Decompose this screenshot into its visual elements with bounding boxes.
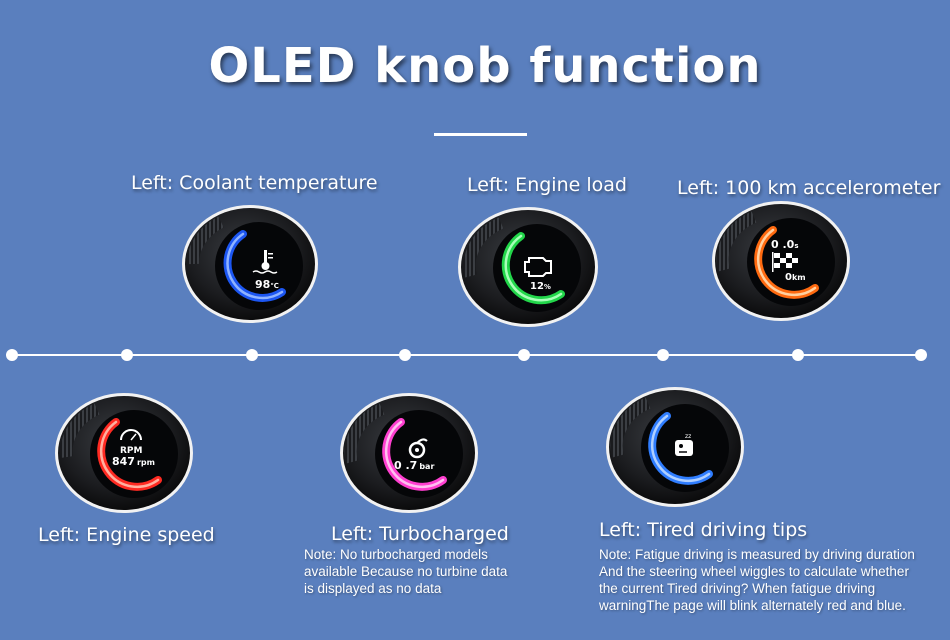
timeline-dot: [121, 349, 133, 361]
svg-text:0km: 0km: [785, 272, 806, 283]
engine-load-label: Left: Engine load: [467, 174, 627, 196]
coolant-temperature-icon: [252, 250, 278, 274]
checkered-flag-icon: [772, 252, 798, 272]
turbo-icon: [408, 438, 428, 459]
timeline-dot: [399, 349, 411, 361]
turbocharged-label: Left: Turbocharged: [331, 523, 509, 545]
coolant-temperature-knob: 98℃: [181, 204, 319, 324]
timeline-dot: [792, 349, 804, 361]
tired-driving-label: Left: Tired driving tips: [599, 519, 808, 541]
accelerometer-knob: 0 .0s 0km: [711, 200, 851, 322]
page-title: OLED knob function: [208, 38, 762, 94]
tachometer-icon: [120, 429, 142, 441]
timeline-dot: [657, 349, 669, 361]
title-underline: [434, 133, 527, 136]
tired-driving-knob: zz: [605, 386, 745, 508]
accelerometer-label: Left: 100 km accelerometer: [677, 177, 941, 199]
timeline-dot: [6, 349, 18, 361]
svg-text:12%: 12%: [530, 281, 551, 292]
timeline-line: [12, 354, 922, 356]
coolant-temperature-label: Left: Coolant temperature: [131, 172, 378, 194]
engine-speed-label: Left: Engine speed: [38, 524, 215, 546]
tired-driving-note: Note: Fatigue driving is measured by dri…: [599, 547, 915, 613]
svg-text:98℃: 98℃: [255, 278, 279, 291]
svg-text:0 .0s: 0 .0s: [771, 238, 799, 251]
svg-text:RPM: RPM: [120, 446, 143, 456]
check-engine-icon: [524, 257, 552, 277]
svg-text:zz: zz: [685, 433, 691, 440]
timeline-dot: [246, 349, 258, 361]
tired-driver-icon: zz: [675, 433, 693, 456]
turbocharged-note: Note: No turbocharged models available B…: [304, 547, 508, 596]
timeline-dot: [915, 349, 927, 361]
engine-load-knob: 12%: [457, 206, 599, 328]
timeline-dot: [518, 349, 530, 361]
